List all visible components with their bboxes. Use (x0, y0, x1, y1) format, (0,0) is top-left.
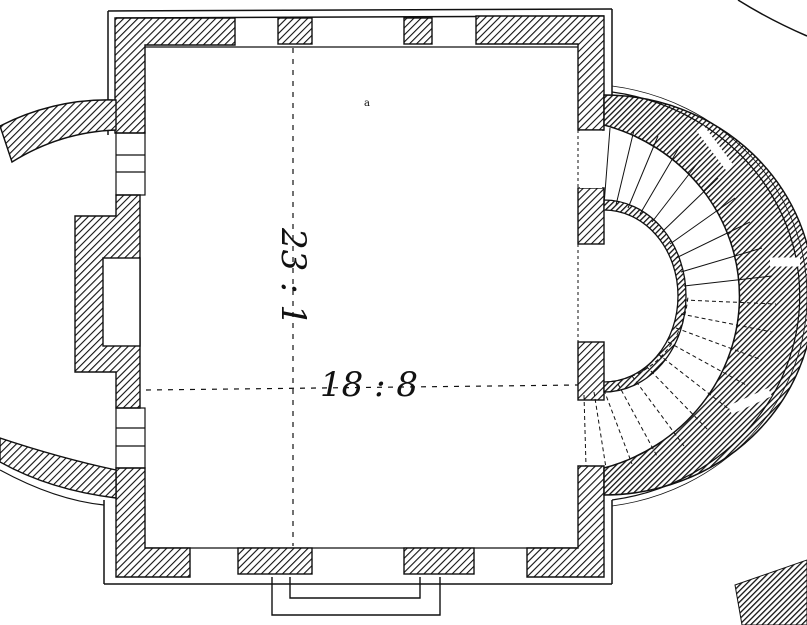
left-wing-upper (0, 99, 117, 164)
wall-left-bay-recess (102, 257, 141, 347)
wall-top-left-corner (114, 17, 236, 134)
room-interior-outline (145, 46, 578, 549)
wall-pier-top-2 (403, 17, 433, 45)
width-dimension-label: 18 : 8 (320, 365, 418, 405)
outer-frame (103, 8, 613, 585)
entrance-step (271, 577, 441, 616)
stair-tower-outer-wall (603, 94, 807, 496)
wall-pier-bottom-2 (403, 547, 475, 575)
wall-right-pier-upper (577, 187, 605, 245)
stair-treads-upper (603, 127, 773, 287)
wall-right-pier-lower (577, 341, 605, 401)
height-dimension-label: 23 : 1 (273, 227, 313, 326)
wall-pier-top-1 (277, 17, 313, 45)
stair-treads-lower (583, 295, 777, 469)
wall-bottom-left-corner (115, 467, 191, 578)
page-edge-marks (734, 0, 807, 625)
dimension-lines (145, 48, 579, 546)
wall-top-right-corner (475, 15, 605, 131)
window-left-lower (115, 407, 146, 469)
left-wall-openings (115, 132, 146, 469)
walls (74, 15, 605, 578)
left-wing-lower (0, 437, 117, 499)
stair-newel-wall (603, 199, 687, 393)
window-left-upper (115, 132, 146, 196)
wall-pier-bottom-1 (237, 547, 313, 575)
left-curved-wings (0, 99, 117, 506)
stair-tower (577, 85, 807, 507)
wall-bottom-right-corner (526, 465, 605, 578)
room-mark-label: a (364, 98, 370, 109)
